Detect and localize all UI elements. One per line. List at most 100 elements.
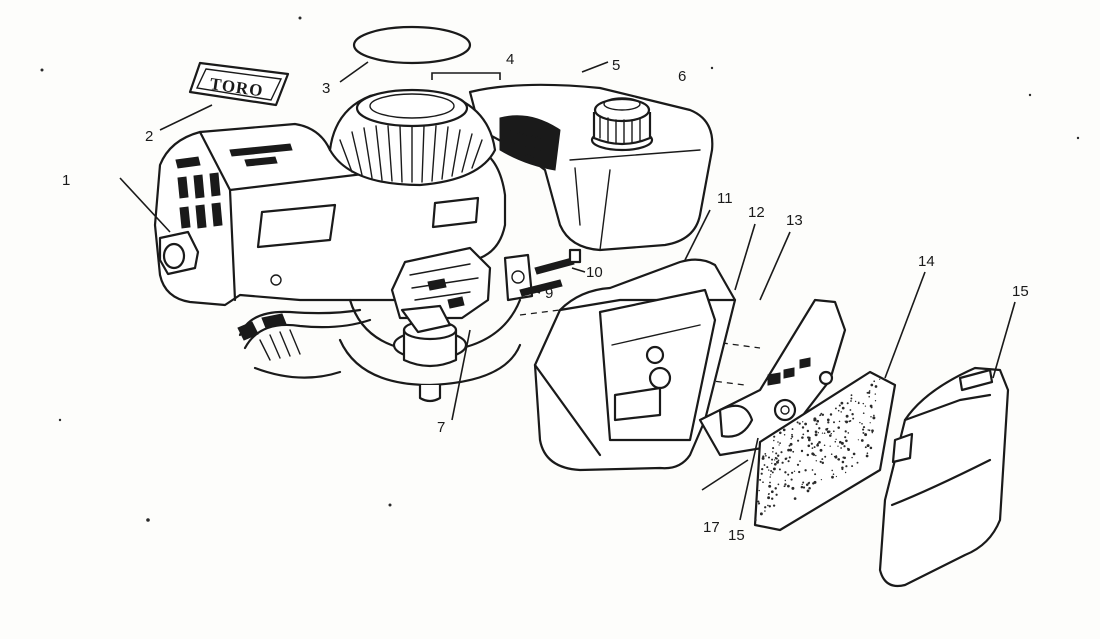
- part-14-filter-element: [753, 370, 897, 532]
- foam-speck: [806, 453, 810, 457]
- foam-speck: [768, 469, 770, 471]
- foam-speck: [844, 471, 847, 474]
- foam-speck: [814, 433, 818, 437]
- foam-speck: [861, 422, 863, 425]
- scan-specks: [40, 16, 1080, 522]
- part-15-air-cleaner-cover: [878, 366, 1010, 588]
- foam-speck: [848, 420, 851, 423]
- foam-speck: [874, 393, 877, 395]
- foam-speck: [768, 493, 770, 495]
- foam-speck: [837, 426, 840, 429]
- callout-10: 10: [586, 264, 603, 281]
- foam-speck: [850, 397, 853, 400]
- callout-4: 4: [506, 51, 514, 68]
- foam-speck: [793, 497, 797, 500]
- foam-speck: [762, 481, 764, 484]
- foam-speck: [772, 504, 776, 507]
- foam-speck: [764, 510, 766, 512]
- foam-speck: [801, 426, 805, 429]
- foam-speck: [821, 458, 824, 461]
- foam-speck: [837, 409, 840, 412]
- foam-speck: [827, 421, 830, 424]
- foam-speck: [778, 468, 781, 471]
- foam-speck: [808, 486, 811, 490]
- foam-speck: [871, 429, 874, 433]
- foam-speck: [832, 473, 835, 475]
- foam-speck: [807, 438, 811, 442]
- foam-speck: [786, 457, 788, 459]
- foam-speck: [797, 439, 800, 442]
- shroud-vent-slots: [175, 143, 293, 229]
- foam-speck: [815, 423, 818, 426]
- foam-speck: [759, 512, 763, 516]
- foam-speck: [851, 456, 853, 459]
- foam-speck: [841, 460, 845, 464]
- foam-speck: [857, 402, 860, 405]
- foam-speck: [815, 460, 818, 462]
- foam-speck: [829, 413, 833, 416]
- foam-speck: [874, 400, 877, 402]
- foam-speck: [823, 444, 826, 446]
- foam-speck: [767, 496, 771, 500]
- foam-speck: [813, 446, 816, 449]
- foam-speck: [791, 428, 794, 431]
- foam-speck: [783, 485, 786, 488]
- callout-13: 13: [786, 212, 803, 229]
- foam-speck: [787, 484, 790, 488]
- foam-speck: [872, 416, 876, 420]
- foam-speck: [770, 470, 773, 472]
- foam-speck: [777, 441, 779, 443]
- callout-6: 6: [678, 68, 686, 85]
- foam-speck: [805, 483, 809, 487]
- foam-speck: [801, 436, 804, 439]
- foam-speck: [789, 442, 793, 446]
- foam-speck: [851, 465, 854, 468]
- foam-speck: [870, 415, 872, 418]
- callout-3: 3: [322, 80, 330, 97]
- foam-speck: [770, 474, 772, 476]
- foam-speck: [800, 449, 804, 453]
- foam-speck: [802, 481, 805, 484]
- foam-speck: [771, 497, 774, 500]
- foam-speck: [851, 413, 854, 416]
- foam-speck: [832, 430, 835, 433]
- foam-speck: [793, 470, 796, 472]
- foam-speck: [867, 391, 871, 395]
- callout-15-lower: 15: [728, 527, 745, 544]
- foam-speck: [767, 456, 771, 459]
- foam-speck: [774, 457, 777, 459]
- foam-speck: [843, 456, 847, 460]
- foam-speck: [796, 463, 800, 466]
- foam-speck: [801, 483, 803, 486]
- foam-speck: [873, 380, 876, 383]
- foam-speck: [789, 448, 793, 452]
- foam-speck: [840, 447, 842, 449]
- foam-speck: [770, 490, 774, 494]
- foam-speck: [798, 470, 801, 474]
- foam-speck: [775, 452, 778, 455]
- foam-speck: [777, 483, 780, 486]
- foam-speck: [830, 453, 833, 455]
- foam-speck: [767, 504, 769, 507]
- foam-speck: [879, 378, 881, 380]
- foam-speck: [784, 479, 787, 482]
- foam-speck: [788, 456, 791, 459]
- foam-speck: [804, 422, 807, 426]
- foam-speck: [760, 472, 763, 475]
- foam-speck: [864, 433, 868, 437]
- ignition-wire-harness: [237, 308, 372, 379]
- foam-speck: [763, 464, 766, 466]
- foam-speck: [784, 471, 787, 474]
- foam-speck: [837, 445, 839, 447]
- foam-speck: [771, 462, 773, 465]
- foam-speck: [802, 433, 805, 436]
- foam-speck: [845, 465, 848, 468]
- foam-speck: [826, 430, 830, 434]
- foam-speck: [776, 460, 779, 464]
- foam-speck: [777, 454, 780, 457]
- foam-speck: [764, 453, 767, 455]
- foam-speck: [857, 439, 860, 441]
- foam-speck: [799, 460, 801, 462]
- foam-speck: [844, 430, 847, 433]
